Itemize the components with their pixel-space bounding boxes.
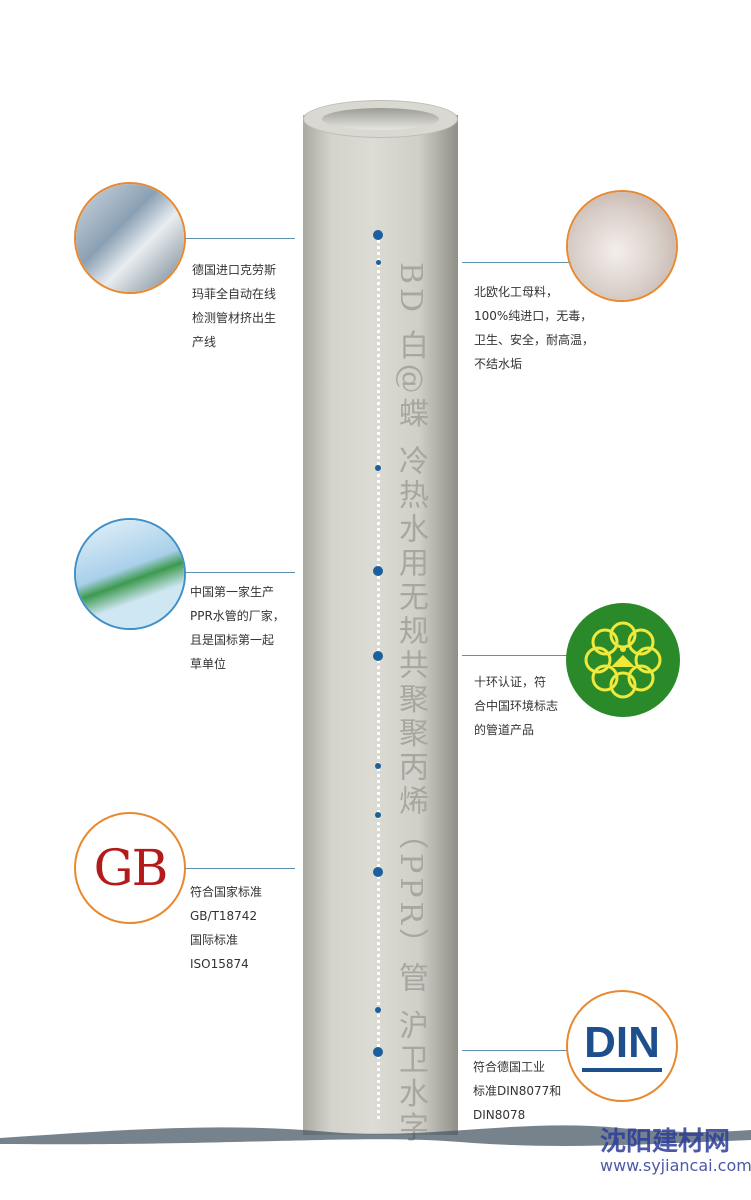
feature-text-eco: 十环认证，符合中国环境标志的管道产品 [474, 675, 559, 737]
connector-line [185, 868, 295, 869]
raw-material-image [566, 190, 678, 302]
green-pipe-image [74, 518, 186, 630]
watermark: 沈阳建材网 www.syjiancai.com [600, 1127, 751, 1175]
feature-text-production: 德国进口克劳斯玛菲全自动在线检测管材挤出生产线 [192, 263, 277, 349]
pipe-dot [373, 1047, 383, 1057]
pipe-dot [375, 1007, 381, 1013]
pipe-dot [373, 651, 383, 661]
connector-line [185, 572, 295, 573]
pipe-opening [322, 108, 439, 130]
pipe-dot [373, 230, 383, 240]
production-line-image [74, 182, 186, 294]
ppr-pipe [303, 115, 458, 1135]
pipe-dot [375, 763, 381, 769]
connector-line [462, 655, 567, 656]
connector-line [462, 1050, 567, 1051]
pipe-dotted-line [377, 240, 380, 1120]
pipe-dot [375, 259, 381, 265]
environmental-label-logo [566, 603, 680, 717]
pipe-dot [373, 566, 383, 576]
connector-line [185, 238, 295, 239]
connector-line [462, 262, 572, 263]
ten-rings-icon [584, 621, 662, 699]
gb-logo: GB [74, 812, 186, 924]
water-splash [0, 1125, 751, 1146]
din-logo: DIN [566, 990, 678, 1102]
pipe-dot [375, 812, 381, 818]
pipe-dot [375, 465, 381, 471]
feature-text-material: 北欧化工母料，100%纯进口，无毒，卫生、安全，耐高温，不结水垢 [474, 285, 595, 371]
pipe-print-text: BD 白@蝶 冷热水用无规共聚聚丙烯（PPR）管 沪卫水字（ [393, 262, 428, 1142]
pipe-dot [373, 867, 383, 877]
